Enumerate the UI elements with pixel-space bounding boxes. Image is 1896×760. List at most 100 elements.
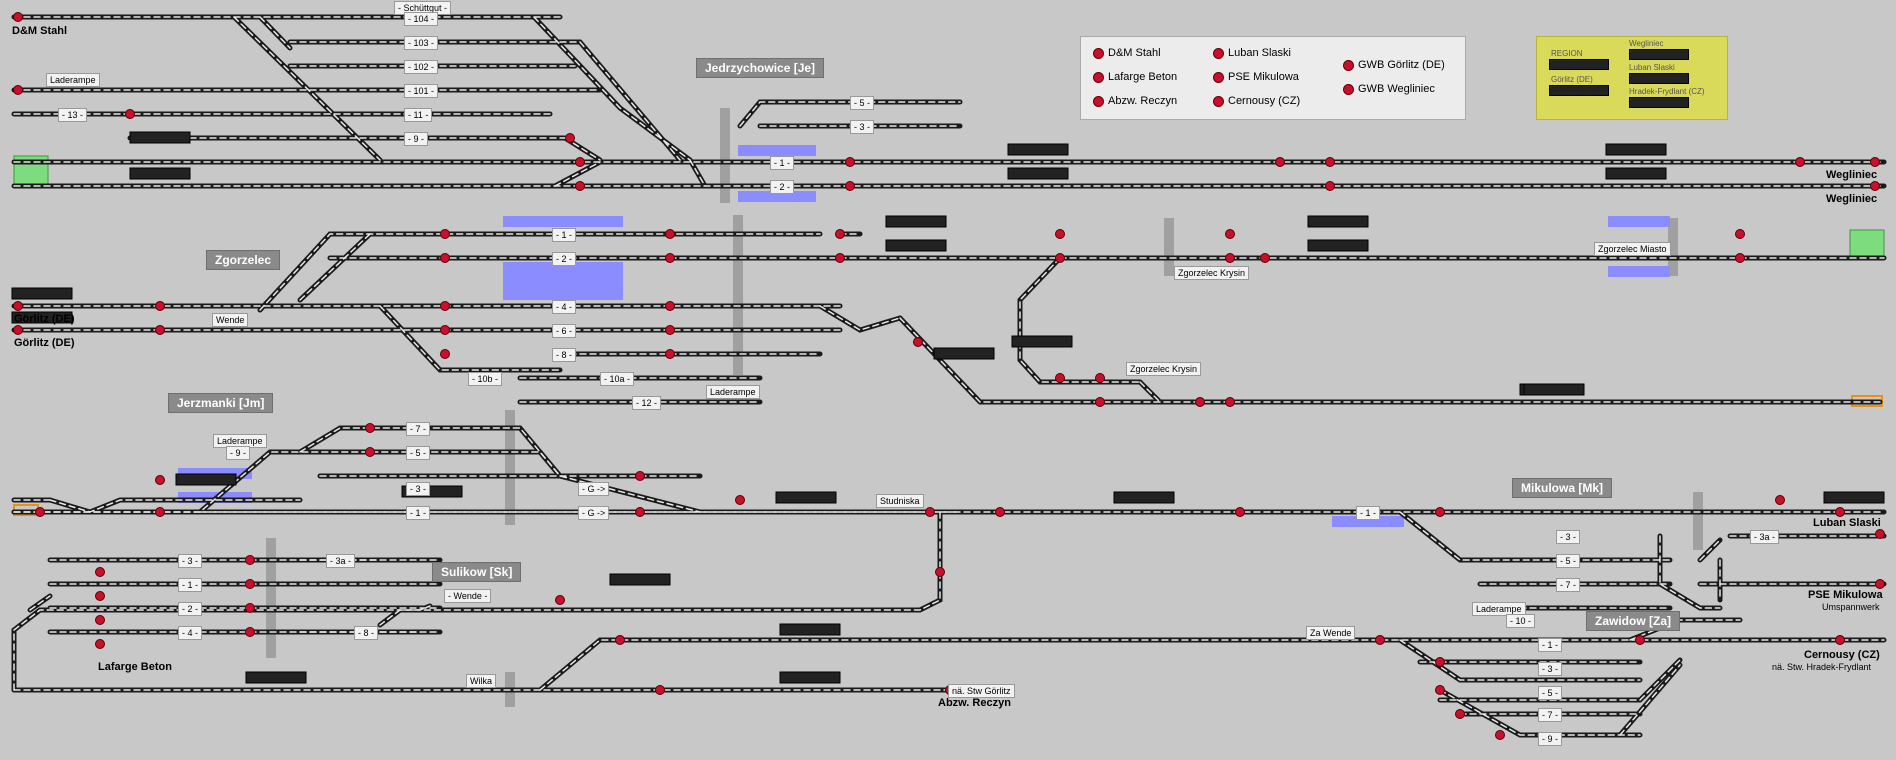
signal-icon[interactable]	[1225, 253, 1235, 263]
signal-icon[interactable]	[575, 181, 585, 191]
track-11[interactable]: - 11 -	[404, 108, 433, 122]
signal-icon[interactable]	[1835, 507, 1845, 517]
track-zg6[interactable]: - 6 -	[552, 324, 577, 338]
signal-icon[interactable]	[440, 253, 450, 263]
signal-icon[interactable]	[1095, 373, 1105, 383]
signal-icon[interactable]	[155, 475, 165, 485]
signal-icon[interactable]	[1435, 657, 1445, 667]
signal-icon[interactable]	[13, 85, 23, 95]
signal-icon[interactable]	[925, 507, 935, 517]
signal-icon[interactable]	[835, 253, 845, 263]
track-13[interactable]: - 13 -	[58, 108, 88, 122]
track-103[interactable]: - 103 -	[404, 36, 439, 50]
track-jm5[interactable]: - 5 -	[406, 446, 431, 460]
signal-icon[interactable]	[1095, 397, 1105, 407]
signal-icon[interactable]	[365, 423, 375, 433]
signal-icon[interactable]	[440, 349, 450, 359]
signal-icon[interactable]	[95, 615, 105, 625]
signal-icon[interactable]	[575, 157, 585, 167]
track-sk1[interactable]: - 1 -	[178, 578, 203, 592]
signal-icon[interactable]	[835, 229, 845, 239]
track-zg1[interactable]: - 1 -	[552, 228, 577, 242]
signal-icon[interactable]	[1055, 373, 1065, 383]
signal-icon[interactable]	[365, 447, 375, 457]
track-sk8[interactable]: - 8 -	[354, 626, 379, 640]
track-za1[interactable]: - 1 -	[1538, 638, 1563, 652]
entry-box-zgorzelec-east[interactable]	[1849, 229, 1885, 259]
track-sk2[interactable]: - 2 -	[178, 602, 203, 616]
signal-icon[interactable]	[1325, 157, 1335, 167]
signal-icon[interactable]	[440, 301, 450, 311]
signal-icon[interactable]	[665, 349, 675, 359]
signal-icon[interactable]	[95, 591, 105, 601]
track-jm9[interactable]: - 9 -	[226, 446, 251, 460]
signal-icon[interactable]	[95, 567, 105, 577]
signal-icon[interactable]	[13, 301, 23, 311]
signal-icon[interactable]	[665, 253, 675, 263]
track-jm-g1[interactable]: - G ->	[578, 482, 610, 496]
signal-icon[interactable]	[245, 627, 255, 637]
signal-icon[interactable]	[635, 471, 645, 481]
signal-icon[interactable]	[13, 325, 23, 335]
track-je3[interactable]: - 3 -	[850, 120, 875, 134]
signal-icon[interactable]	[1275, 157, 1285, 167]
track-je5[interactable]: - 5 -	[850, 96, 875, 110]
track-za10[interactable]: - 10 -	[1506, 614, 1536, 628]
signal-icon[interactable]	[1870, 157, 1880, 167]
signal-icon[interactable]	[655, 685, 665, 695]
track-mk7[interactable]: - 7 -	[1556, 578, 1581, 592]
signal-icon[interactable]	[913, 337, 923, 347]
signal-icon[interactable]	[665, 229, 675, 239]
signal-icon[interactable]	[440, 325, 450, 335]
signal-icon[interactable]	[1195, 397, 1205, 407]
signal-icon[interactable]	[155, 325, 165, 335]
track-sk3a[interactable]: - 3a -	[326, 554, 356, 568]
track-zg12[interactable]: - 12 -	[632, 396, 662, 410]
signal-icon[interactable]	[845, 181, 855, 191]
signal-icon[interactable]	[245, 555, 255, 565]
signal-icon[interactable]	[1875, 579, 1885, 589]
track-mk3a[interactable]: - 3a -	[1750, 530, 1780, 544]
signal-icon[interactable]	[1375, 635, 1385, 645]
track-102[interactable]: - 102 -	[404, 60, 439, 74]
track-zg10a[interactable]: - 10a -	[600, 372, 635, 386]
signal-icon[interactable]	[1260, 253, 1270, 263]
signal-icon[interactable]	[1835, 635, 1845, 645]
track-je2[interactable]: - 2 -	[770, 180, 795, 194]
signal-icon[interactable]	[1870, 181, 1880, 191]
signal-icon[interactable]	[555, 595, 565, 605]
signal-icon[interactable]	[155, 301, 165, 311]
signal-icon[interactable]	[665, 301, 675, 311]
signal-icon[interactable]	[735, 495, 745, 505]
signal-icon[interactable]	[1235, 507, 1245, 517]
signal-icon[interactable]	[1635, 635, 1645, 645]
signal-icon[interactable]	[665, 325, 675, 335]
track-jm3[interactable]: - 3 -	[406, 482, 431, 496]
signal-icon[interactable]	[1455, 709, 1465, 719]
signal-icon[interactable]	[1225, 229, 1235, 239]
signal-icon[interactable]	[615, 635, 625, 645]
signal-icon[interactable]	[13, 12, 23, 22]
track-zg8[interactable]: - 8 -	[552, 348, 577, 362]
signal-icon[interactable]	[95, 639, 105, 649]
signal-icon[interactable]	[155, 507, 165, 517]
track-zg10b[interactable]: - 10b -	[468, 372, 503, 386]
signal-icon[interactable]	[1875, 529, 1885, 539]
track-sk4[interactable]: - 4 -	[178, 626, 203, 640]
track-za3[interactable]: - 3 -	[1538, 662, 1563, 676]
track-je1[interactable]: - 1 -	[770, 156, 795, 170]
signal-icon[interactable]	[440, 229, 450, 239]
signal-icon[interactable]	[1325, 181, 1335, 191]
signal-icon[interactable]	[1435, 507, 1445, 517]
track-mk5[interactable]: - 5 -	[1556, 554, 1581, 568]
track-jm1[interactable]: - 1 -	[406, 506, 431, 520]
track-mk1[interactable]: - 1 -	[1356, 506, 1381, 520]
track-zg2[interactable]: - 2 -	[552, 252, 577, 266]
track-jm7[interactable]: - 7 -	[406, 422, 431, 436]
track-za7[interactable]: - 7 -	[1538, 708, 1563, 722]
signal-icon[interactable]	[35, 507, 45, 517]
track-104[interactable]: - 104 -	[404, 12, 439, 26]
track-9[interactable]: - 9 -	[404, 132, 429, 146]
track-sk3[interactable]: - 3 -	[178, 554, 203, 568]
track-za5[interactable]: - 5 -	[1538, 686, 1563, 700]
